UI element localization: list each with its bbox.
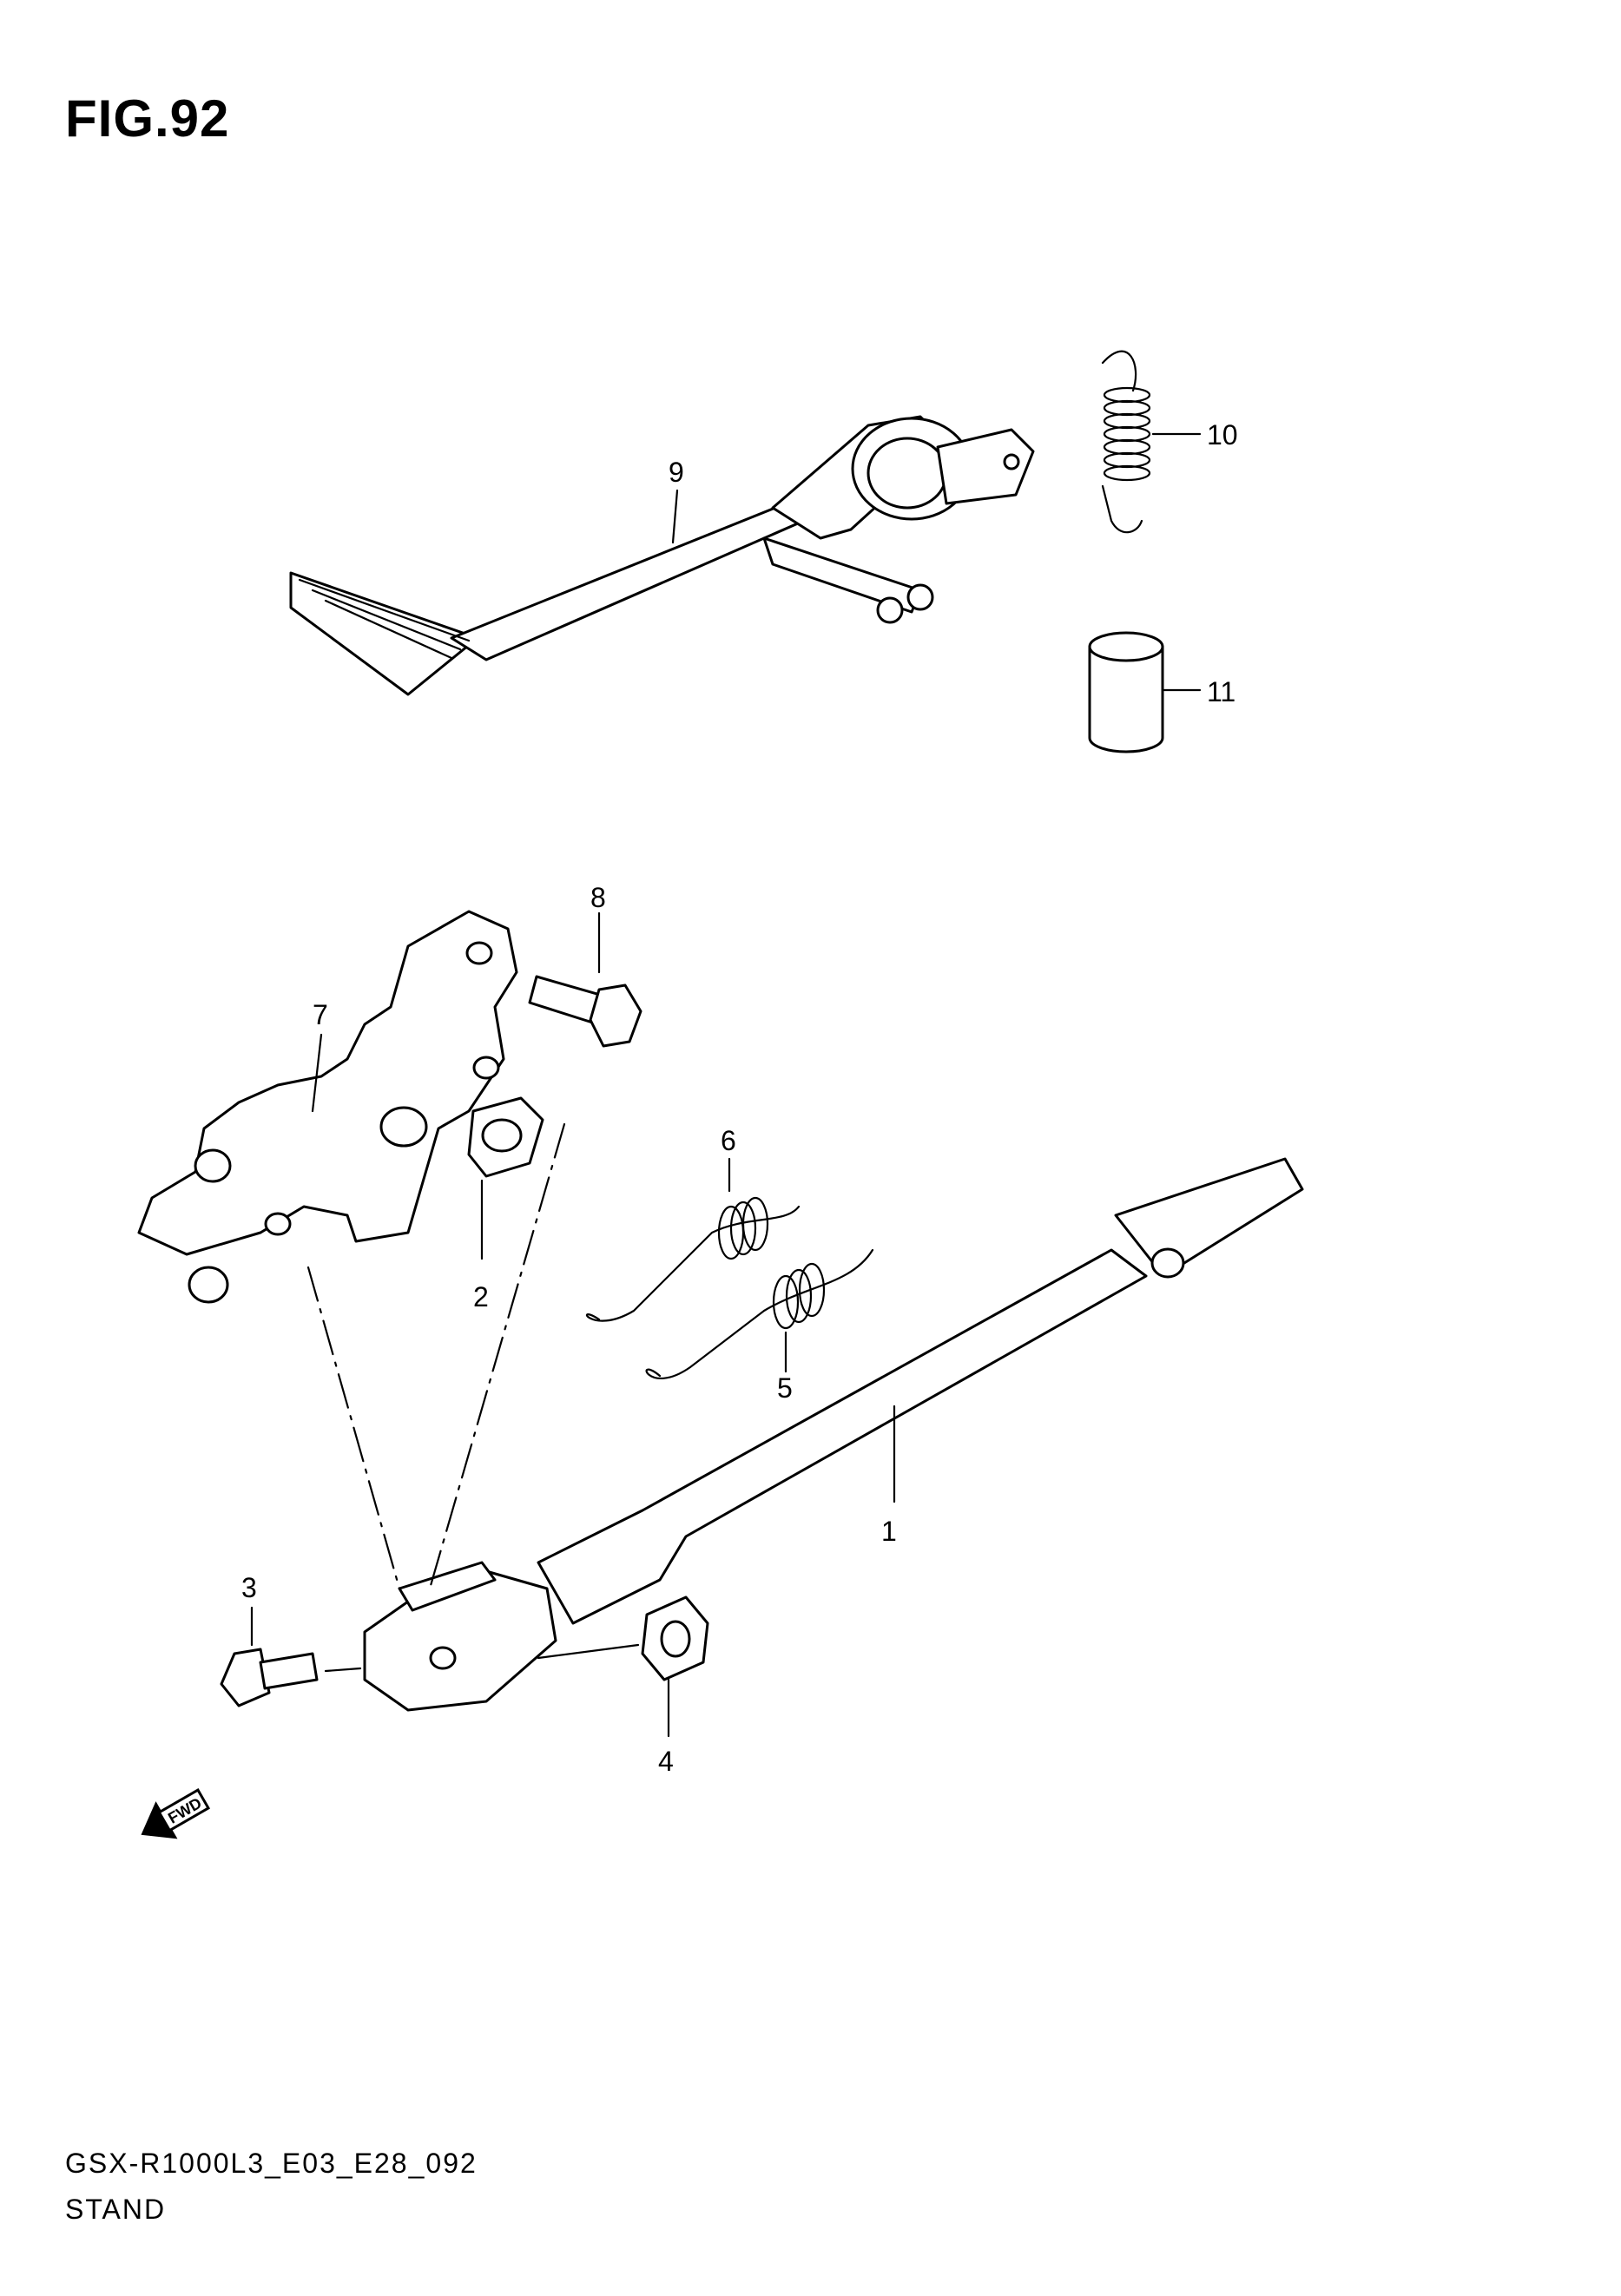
part-4-nut (537, 1595, 709, 1738)
callout-1: 1 (881, 1516, 897, 1547)
part-8-bolt (528, 911, 642, 1048)
leader-line-7 (311, 1033, 323, 1113)
part-11-collar (1088, 631, 1202, 753)
callout-6: 6 (721, 1125, 736, 1156)
part-3-bolt (220, 1606, 362, 1707)
part-1-stand (363, 1157, 1304, 1712)
callout-2: 2 (473, 1281, 489, 1312)
part-9-pedal (289, 415, 1035, 696)
part-5-spring (645, 1248, 874, 1379)
callout-11: 11 (1207, 676, 1236, 707)
callout-8: 8 (590, 882, 606, 913)
leader-line-9 (671, 489, 679, 544)
part-6-spring (585, 1157, 801, 1322)
part-7-bracket (137, 910, 518, 1304)
callout-5: 5 (777, 1372, 793, 1404)
callout-7: 7 (313, 999, 328, 1030)
footer-diagram-code: GSX-R1000L3_E03_E28_092 (65, 2148, 478, 2179)
callout-4: 4 (658, 1746, 674, 1777)
footer-diagram-name: STAND (65, 2194, 167, 2225)
callout-3: 3 (241, 1572, 257, 1603)
callout-10: 10 (1207, 419, 1238, 451)
part-2-plate (467, 1096, 544, 1260)
part-10-spring (1101, 350, 1202, 534)
figure-title: FIG.92 (65, 89, 230, 148)
fwd-arrow-icon: FWD (141, 1788, 211, 1839)
assembly-leader-lines (306, 1122, 566, 1590)
callout-9: 9 (669, 457, 684, 488)
